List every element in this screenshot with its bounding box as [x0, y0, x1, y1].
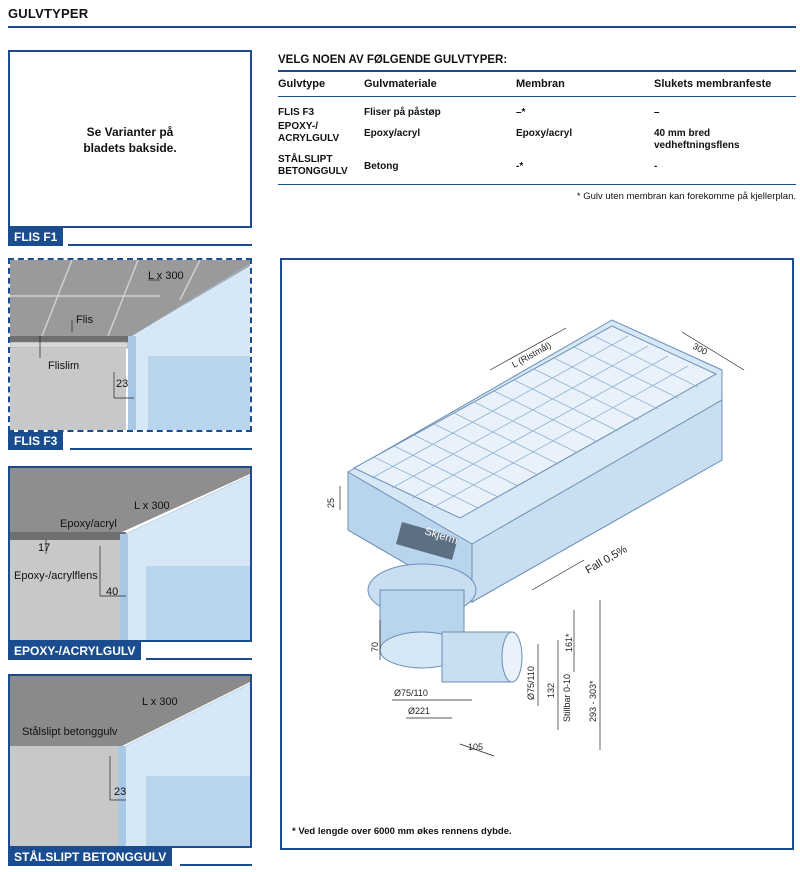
column-header-fastening: Slukets membranfeste: [654, 78, 796, 97]
epoxy-panel: L x 300 Epoxy/acryl 17 Epoxy-/acrylflens…: [8, 466, 252, 642]
dim-adjustable: Stillbar 0-10: [562, 674, 572, 722]
flis-f3-panel: L x 300 Flis Flislim 23: [8, 258, 252, 432]
cell-membrane: -*: [516, 161, 524, 172]
epoxy-height-dim: 17: [38, 542, 51, 554]
stalslipt-label: STÅLSLIPT BETONGGULV: [8, 848, 173, 866]
table-row: FLIS F3 Fliser på påstøp –* –: [278, 97, 796, 120]
cell-type-line1: STÅLSLIPT: [278, 154, 333, 165]
title-rule: [8, 26, 796, 28]
dim-width-300: 300: [691, 341, 709, 357]
dim-105: 105: [468, 742, 483, 752]
channel-isometric-drawing: L (Ristmål) 300 25 Skjerm Fall 0,5% 70 Ø…: [326, 319, 745, 757]
dim-70: 70: [370, 642, 380, 652]
flis-f1-note: Se Varianter på bladets bakside.: [10, 124, 250, 156]
cell-material: Betong: [364, 161, 399, 172]
flis-f1-panel: Se Varianter på bladets bakside.: [8, 50, 252, 228]
drawing-footnote: * Ved lengde over 6000 mm økes rennens d…: [292, 826, 512, 837]
stalslipt-section-drawing: [10, 676, 250, 846]
stalslipt-rule: [180, 864, 252, 866]
cell-fastening: -: [654, 161, 658, 172]
cell-fastening: 40 mm bred vedheftningsflens: [654, 128, 740, 151]
epoxy-coating-label: Epoxy/acryl: [60, 518, 117, 530]
table-heading: VELG NOEN AV FØLGENDE GULVTYPER:: [278, 54, 508, 66]
stalslipt-height-dim: 23: [114, 786, 127, 798]
epoxy-width-dim: 40: [106, 586, 119, 598]
cell-membrane: Epoxy/acryl: [516, 128, 573, 139]
floor-types-table: Gulvtype Gulvmateriale Membran Slukets m…: [278, 78, 796, 178]
cell-type-line2: ACRYLGULV: [278, 133, 340, 144]
dim-161: 161*: [564, 633, 574, 652]
table-bottom-rule: [278, 184, 796, 185]
flis-f1-label: FLIS F1: [8, 228, 64, 246]
fall-label: Fall 0,5%: [584, 543, 630, 576]
stalslipt-length-dim: L x 300: [142, 696, 178, 708]
epoxy-length-dim: L x 300: [134, 500, 170, 512]
flis-f1-note-line2: bladets bakside.: [83, 141, 177, 155]
cell-material: Epoxy/acryl: [364, 128, 421, 139]
flis-f3-rule: [70, 448, 252, 450]
table-footnote: * Gulv uten membran kan forekomme på kje…: [576, 191, 796, 202]
cell-type: EPOXY-/ ACRYLGULV: [278, 119, 364, 152]
flis-f3-label: FLIS F3: [8, 432, 64, 450]
flis-f3-length-dim: L x 300: [148, 270, 184, 282]
cell-type-line2: BETONGGULV: [278, 166, 348, 177]
flis-f1-rule: [68, 244, 252, 246]
column-header-type: Gulvtype: [278, 78, 364, 97]
table-row: EPOXY-/ ACRYLGULV Epoxy/acryl Epoxy/acry…: [278, 119, 796, 152]
flis-f3-section-drawing: [10, 260, 250, 430]
epoxy-flange-label: Epoxy-/acrylflens: [14, 570, 98, 582]
cell-type-line1: FLIS F3: [278, 107, 315, 118]
channel-drawing-frame: L (Ristmål) 300 25 Skjerm Fall 0,5% 70 Ø…: [280, 258, 794, 850]
cell-fastening: –: [654, 107, 660, 118]
table-row: STÅLSLIPT BETONGGULV Betong -* -: [278, 152, 796, 178]
dim-293-303: 293 - 303*: [588, 680, 598, 722]
flis-f1-note-line1: Se Varianter på: [86, 125, 174, 139]
cell-material: Fliser på påstøp: [364, 107, 441, 118]
dim-d221: Ø221: [408, 706, 430, 716]
stalslipt-floor-label: Stålslipt betonggulv: [22, 726, 118, 738]
page-title: GULVTYPER: [8, 6, 89, 21]
column-header-material: Gulvmateriale: [364, 78, 516, 97]
epoxy-label: EPOXY-/ACRYLGULV: [8, 642, 142, 660]
table-top-rule: [278, 70, 796, 72]
epoxy-rule: [146, 658, 252, 660]
column-header-membrane: Membran: [516, 78, 654, 97]
flis-f3-height-dim: 23: [116, 378, 129, 390]
flis-f3-tile-label: Flis: [76, 314, 94, 326]
dim-d75-110-left: Ø75/110: [394, 688, 428, 698]
flis-f3-adhesive-label: Flislim: [48, 360, 80, 372]
stalslipt-panel: L x 300 Stålslipt betonggulv 23: [8, 674, 252, 848]
cell-membrane: –*: [516, 107, 526, 118]
dim-d75-110-right: Ø75/110: [526, 666, 536, 700]
cell-type: FLIS F3: [278, 97, 364, 120]
epoxy-section-drawing: [10, 468, 250, 640]
table-header-row: Gulvtype Gulvmateriale Membran Slukets m…: [278, 78, 796, 97]
cell-type-line1: EPOXY-/: [278, 121, 319, 132]
cell-type: STÅLSLIPT BETONGGULV: [278, 152, 364, 178]
dim-132: 132: [546, 683, 556, 698]
dim-rim-25: 25: [326, 498, 336, 508]
